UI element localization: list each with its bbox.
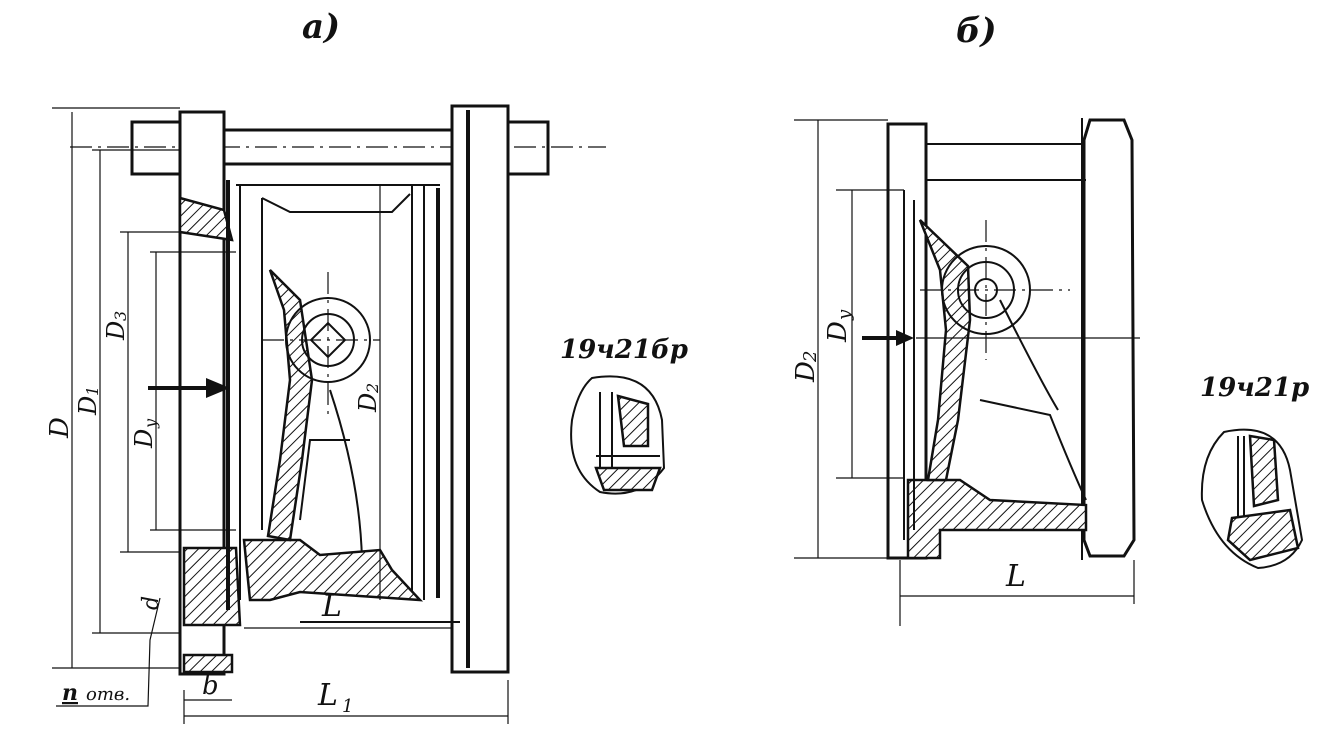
flow-arrow-b <box>862 330 914 346</box>
label-D2-sub: 2 <box>363 383 382 394</box>
view-b-title: б) <box>956 11 997 51</box>
label-b-L: L <box>1005 559 1026 594</box>
valve-body-a <box>236 184 460 623</box>
detail-b-title: 19ч21р <box>1200 373 1309 403</box>
label-b-Dy: D <box>823 321 853 343</box>
label-d: d <box>139 596 164 610</box>
labels-a: D D 1 D 3 D у D 2 d L L 1 b n отв. <box>45 311 382 717</box>
detail-b: 19ч21р <box>1200 373 1309 570</box>
label-L1-sub: 1 <box>342 696 353 717</box>
dimensions-b <box>794 119 1140 626</box>
view-a-title: а) <box>302 7 340 47</box>
detail-a: 19ч21бр <box>560 335 688 495</box>
label-D: D <box>45 417 75 439</box>
label-L1: L <box>317 678 338 713</box>
view-a: а) <box>45 7 688 724</box>
label-b-Dy-sub: у <box>834 309 855 321</box>
label-b-D2-sub: 2 <box>800 351 821 363</box>
label-n-suffix: отв. <box>86 684 130 705</box>
bolt-a <box>70 120 606 176</box>
label-D1: D <box>74 396 102 416</box>
label-L: L <box>321 589 342 624</box>
label-Dy-sub: у <box>141 418 160 429</box>
label-b: b <box>202 671 219 701</box>
labels-b: D 2 D у L <box>791 309 1026 594</box>
dimensions-a <box>52 107 509 724</box>
valve-body-b <box>886 118 1136 560</box>
flow-arrow-a <box>148 378 230 398</box>
view-b: б) <box>791 11 1309 626</box>
label-D3-sub: 3 <box>111 311 130 321</box>
label-D3: D <box>102 321 130 341</box>
label-b-D2: D <box>791 361 821 383</box>
label-D1-sub: 1 <box>83 386 102 396</box>
label-D2: D <box>354 393 382 413</box>
label-Dy: D <box>130 429 158 449</box>
detail-a-title: 19ч21бр <box>560 335 688 365</box>
right-flange-a <box>411 104 510 674</box>
label-n: n <box>62 680 78 706</box>
